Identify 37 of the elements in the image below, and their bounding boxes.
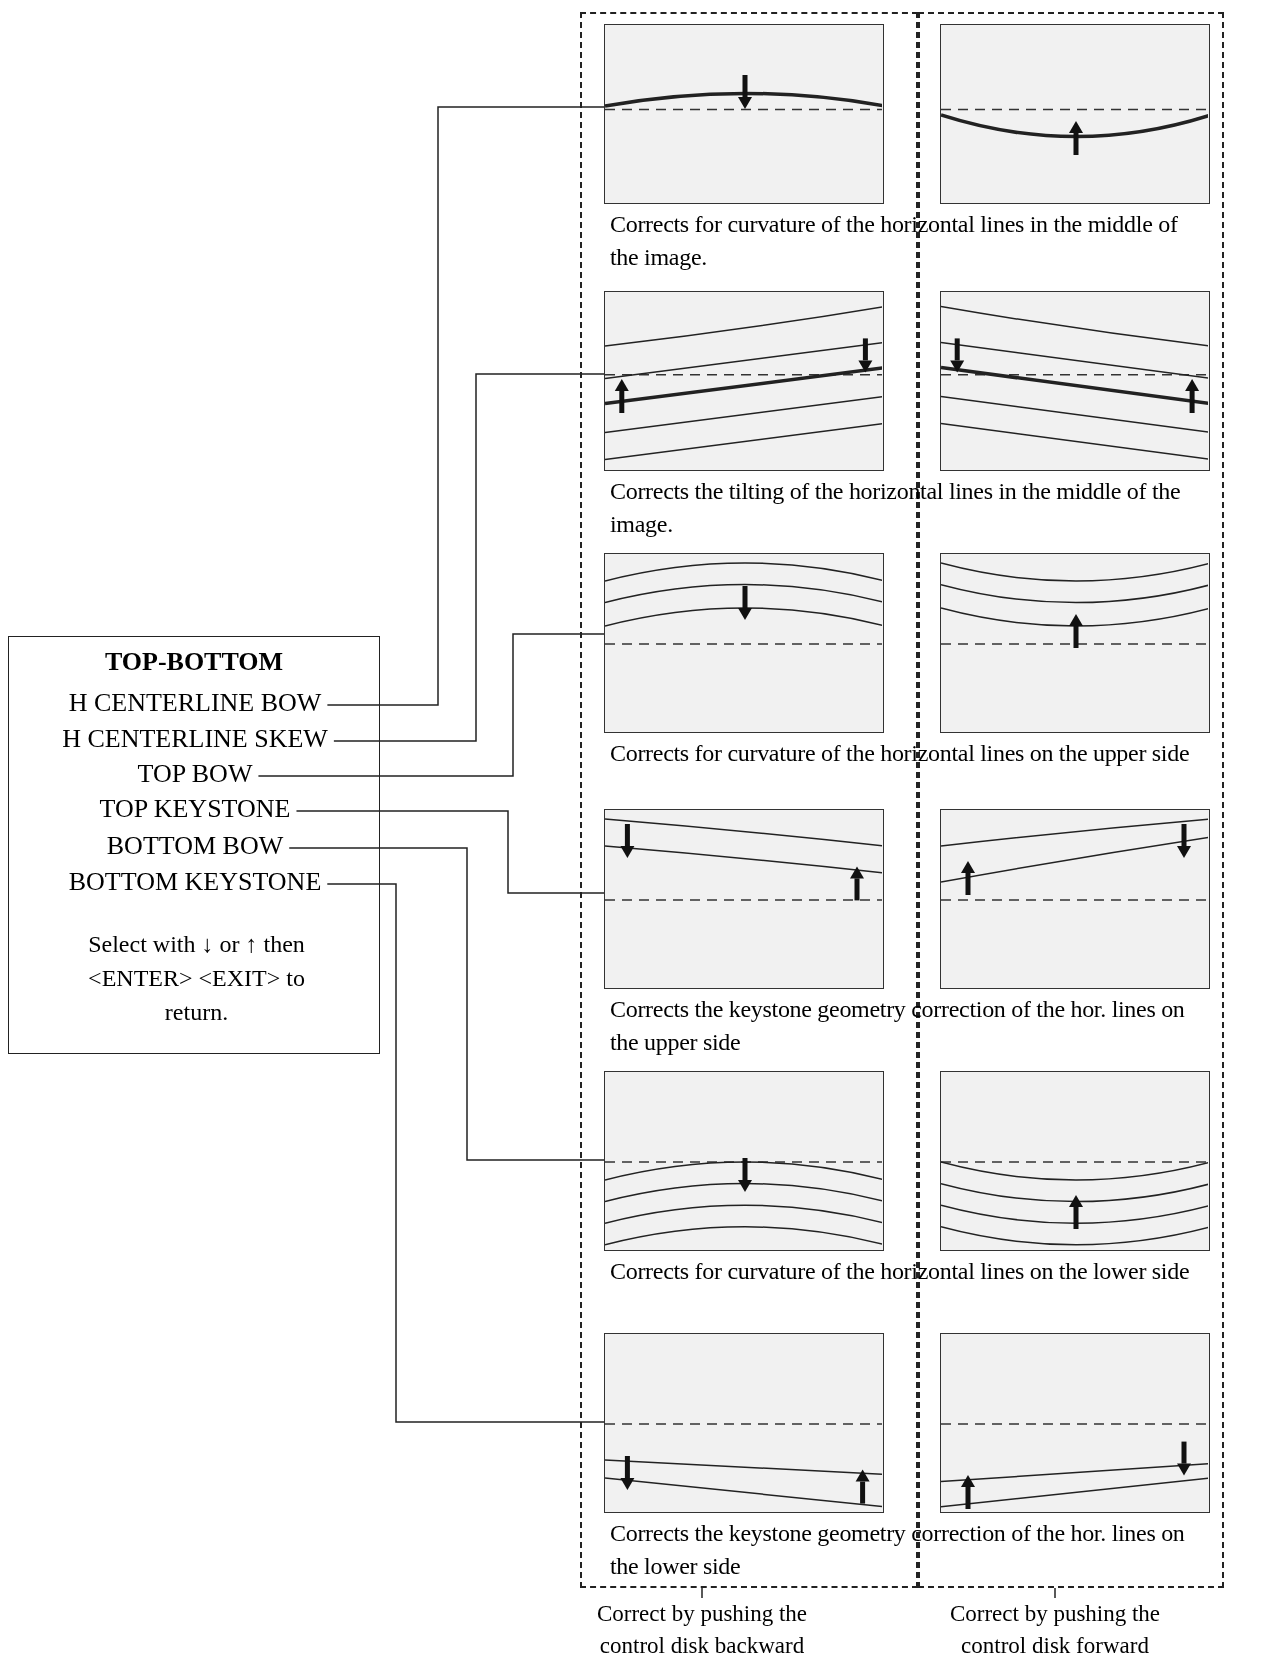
column-caption: Correct by pushing the control disk backward bbox=[572, 1598, 832, 1668]
leader-line bbox=[326, 883, 605, 1423]
screen-image-drawing bbox=[940, 24, 1210, 204]
leader-line bbox=[333, 373, 605, 742]
screen-image-drawing bbox=[940, 809, 1210, 989]
menu-item: BOTTOM KEYSTONE bbox=[68, 867, 322, 897]
screen-image-drawing bbox=[940, 291, 1210, 471]
screen-image-drawing bbox=[940, 1333, 1210, 1513]
menu-item: BOTTOM BOW bbox=[106, 831, 284, 861]
screen-image-drawing bbox=[604, 553, 884, 733]
description-text: Corrects for curvature of the horizontal lines in the middle of the image. bbox=[610, 210, 1179, 272]
menu-title: TOP-BOTTOM bbox=[104, 647, 284, 677]
leader-line bbox=[326, 106, 605, 706]
menu-item: TOP BOW bbox=[137, 759, 253, 789]
leader-line bbox=[288, 847, 605, 1161]
description-text: Corrects for curvature of the horizontal lines on the upper side bbox=[610, 739, 1191, 768]
menu-panel bbox=[8, 636, 380, 1054]
menu-item: TOP KEYSTONE bbox=[99, 794, 291, 824]
screen-image-drawing bbox=[940, 1071, 1210, 1251]
leader-line bbox=[295, 810, 605, 894]
description-text: Corrects for curvature of the horizontal lines on the lower side bbox=[610, 1257, 1191, 1286]
menu-item: H CENTERLINE SKEW bbox=[62, 724, 328, 754]
menu-instructions: Select with ↓ or ↑ then <ENTER> <EXIT> to return. bbox=[87, 930, 306, 1027]
description-text: Corrects the keystone geometry correction of the hor. lines on the upper side bbox=[610, 995, 1186, 1057]
screen-image-drawing bbox=[940, 553, 1210, 733]
screen-image-drawing bbox=[604, 809, 884, 989]
leader-line bbox=[701, 1587, 703, 1599]
leader-line bbox=[257, 633, 605, 777]
screen-image-drawing bbox=[604, 1333, 884, 1513]
screen-image-drawing bbox=[604, 291, 884, 471]
screen-image-drawing bbox=[604, 1071, 884, 1251]
description-text: Corrects the tilting of the horizontal lines in the middle of the image. bbox=[610, 477, 1182, 539]
leader-line bbox=[1054, 1587, 1056, 1599]
column-caption: Correct by pushing the control disk forward bbox=[925, 1598, 1185, 1668]
menu-item: H CENTERLINE BOW bbox=[68, 688, 322, 718]
screen-image-drawing bbox=[604, 24, 884, 204]
description-text: Corrects the keystone geometry correction of the hor. lines on the lower side bbox=[610, 1519, 1186, 1581]
